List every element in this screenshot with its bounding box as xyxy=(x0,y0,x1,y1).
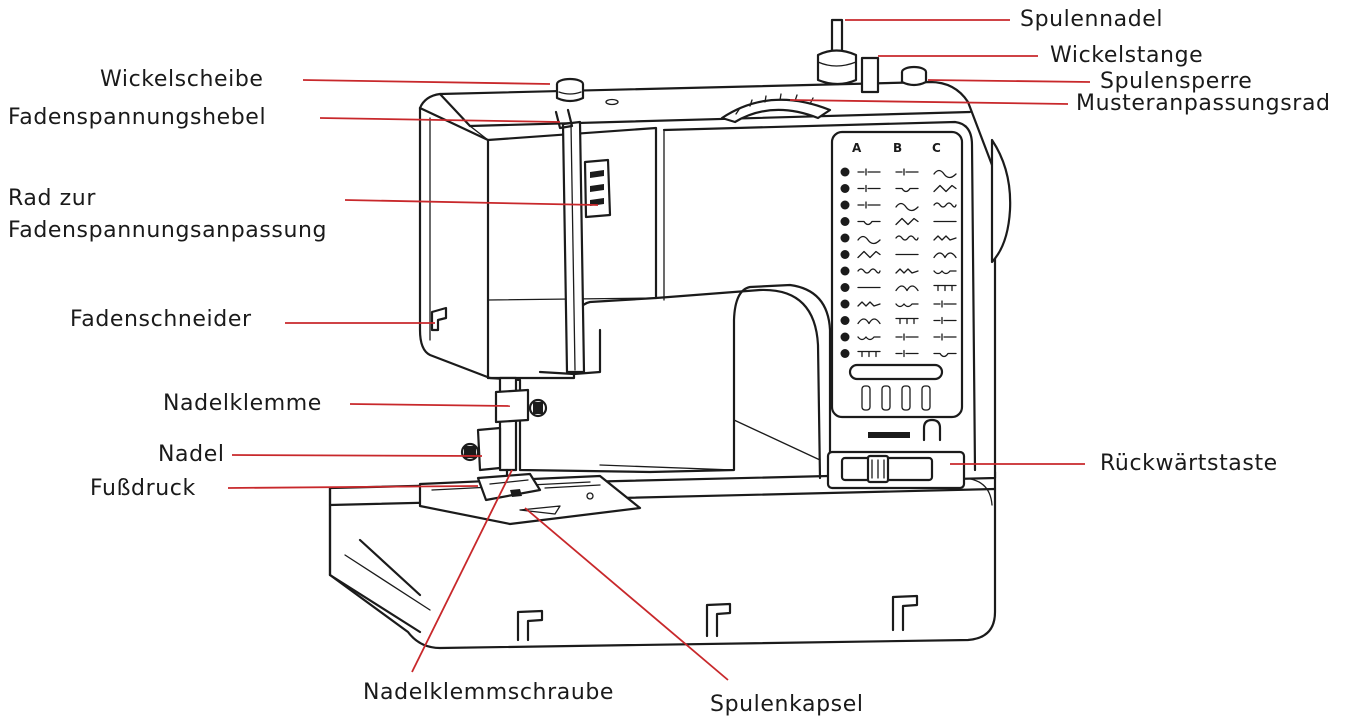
label-rueckwaertstaste: Rückwärtstaste xyxy=(1100,451,1278,477)
stitch-number-dot xyxy=(841,168,850,177)
stitch-number-dot xyxy=(841,234,850,243)
stitch-number-dot xyxy=(841,250,850,259)
stitch-number-dot xyxy=(841,333,850,342)
label-fussdruck: Fußdruck xyxy=(90,476,196,502)
label-fadenspannungsanpassung: Fadenspannungsanpassung xyxy=(8,218,327,244)
label-spulennadel: Spulennadel xyxy=(1020,7,1163,33)
label-nadel: Nadel xyxy=(158,442,225,468)
label-musteranpassungsrad: Musteranpassungsrad xyxy=(1076,91,1331,117)
column-a-label: A xyxy=(852,141,862,155)
stitch-number-dot xyxy=(841,217,850,226)
label-wickelstange: Wickelstange xyxy=(1050,43,1203,69)
column-c-label: C xyxy=(932,141,941,155)
reverse-button xyxy=(828,452,964,488)
stitch-number-dot xyxy=(841,316,850,325)
stitch-number-dot xyxy=(841,283,850,292)
label-rad-zur: Rad zur xyxy=(8,186,96,212)
stitch-selection-panel: A B C xyxy=(832,132,962,440)
stitch-number-dot xyxy=(841,267,850,276)
label-wickelscheibe: Wickelscheibe xyxy=(100,67,264,93)
label-fadenspannungshebel: Fadenspannungshebel xyxy=(8,105,266,131)
label-nadelklemme: Nadelklemme xyxy=(163,391,322,417)
stitch-number-dot xyxy=(841,184,850,193)
label-spulenkapsel: Spulenkapsel xyxy=(710,692,864,718)
stitch-number-dot xyxy=(841,201,850,210)
stitch-number-dot xyxy=(841,349,850,358)
stitch-number-dot xyxy=(841,300,850,309)
label-nadelklemmschraube: Nadelklemmschraube xyxy=(363,680,614,706)
label-fadenschneider: Fadenschneider xyxy=(70,307,252,333)
column-b-label: B xyxy=(893,141,902,155)
